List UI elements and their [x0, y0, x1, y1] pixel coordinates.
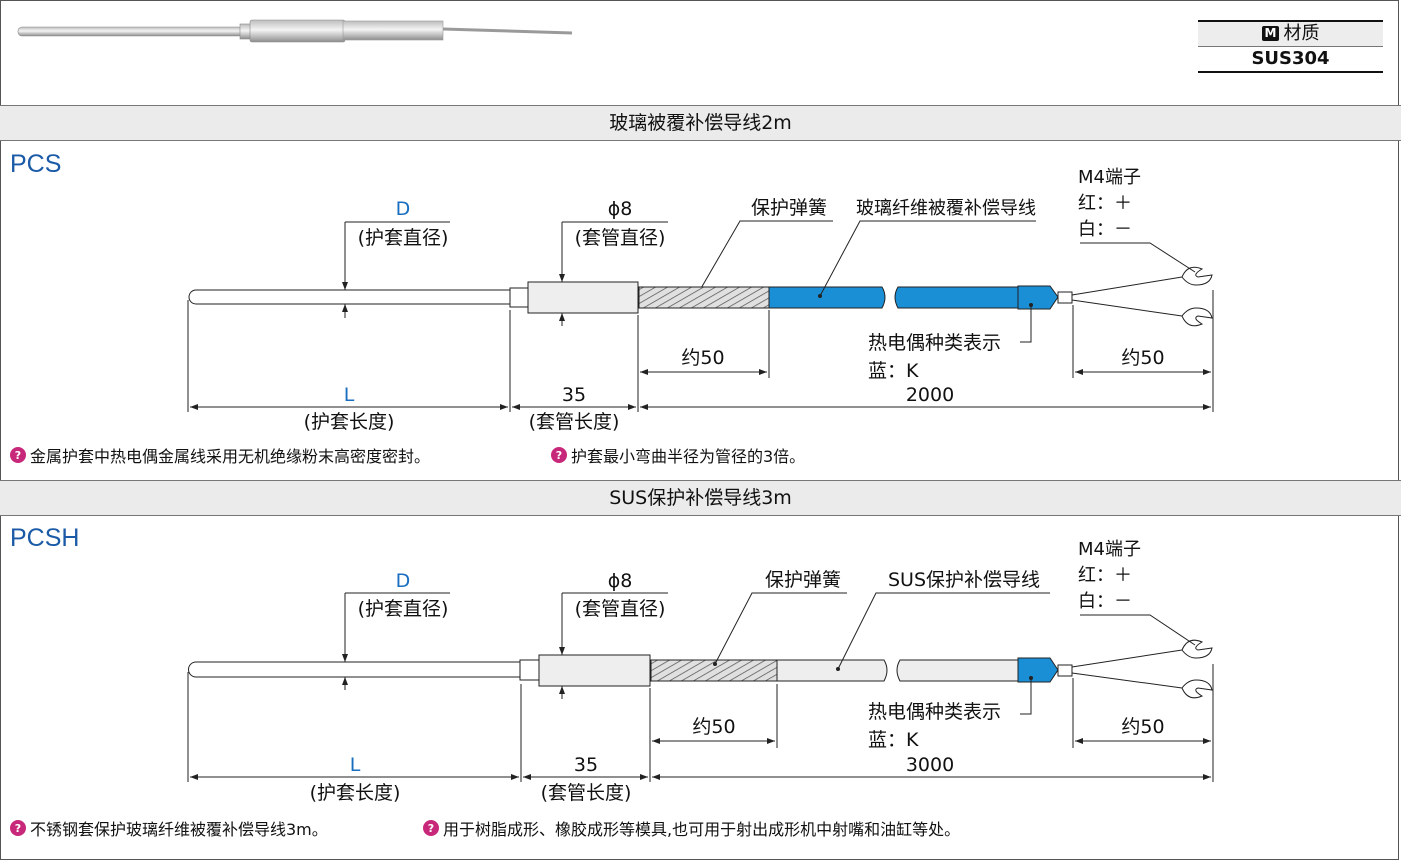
material-value: SUS304 [1198, 47, 1383, 73]
info-icon: ? [423, 820, 439, 836]
info-icon: ? [551, 447, 567, 463]
section-band-2: SUS保护补偿导线3m [0, 480, 1401, 516]
material-header-label: 材质 [1283, 23, 1320, 44]
product-photo [17, 19, 573, 43]
note-text: 用于树脂成形、橡胶成形等模具,也可用于射出成形机中射嘴和油缸等处。 [443, 820, 961, 839]
note-2a: ?不锈钢套保护玻璃纤维被覆补偿导线3m。 [10, 816, 328, 840]
band-title-1: 玻璃被覆补偿导线2m [609, 112, 792, 134]
note-text: 金属护套中热电偶金属线采用无机绝缘粉末高密度密封。 [30, 447, 431, 466]
info-icon: ? [10, 447, 26, 463]
note-2b: ?用于树脂成形、橡胶成形等模具,也可用于射出成形机中射嘴和油缸等处。 [423, 816, 960, 840]
info-icon: ? [10, 820, 26, 836]
note-text: 护套最小弯曲半径为管径的3倍。 [571, 447, 806, 466]
band-title-2: SUS保护补偿导线3m [609, 487, 792, 509]
note-1b: ?护套最小弯曲半径为管径的3倍。 [551, 443, 805, 467]
section-band-1: 玻璃被覆补偿导线2m [0, 105, 1401, 141]
note-text: 不锈钢套保护玻璃纤维被覆补偿导线3m。 [30, 820, 328, 839]
note-1a: ?金属护套中热电偶金属线采用无机绝缘粉末高密度密封。 [10, 443, 430, 467]
model-name-2: PCSH [10, 524, 80, 552]
material-badge: M [1261, 26, 1280, 41]
model-name-1: PCS [10, 150, 62, 178]
